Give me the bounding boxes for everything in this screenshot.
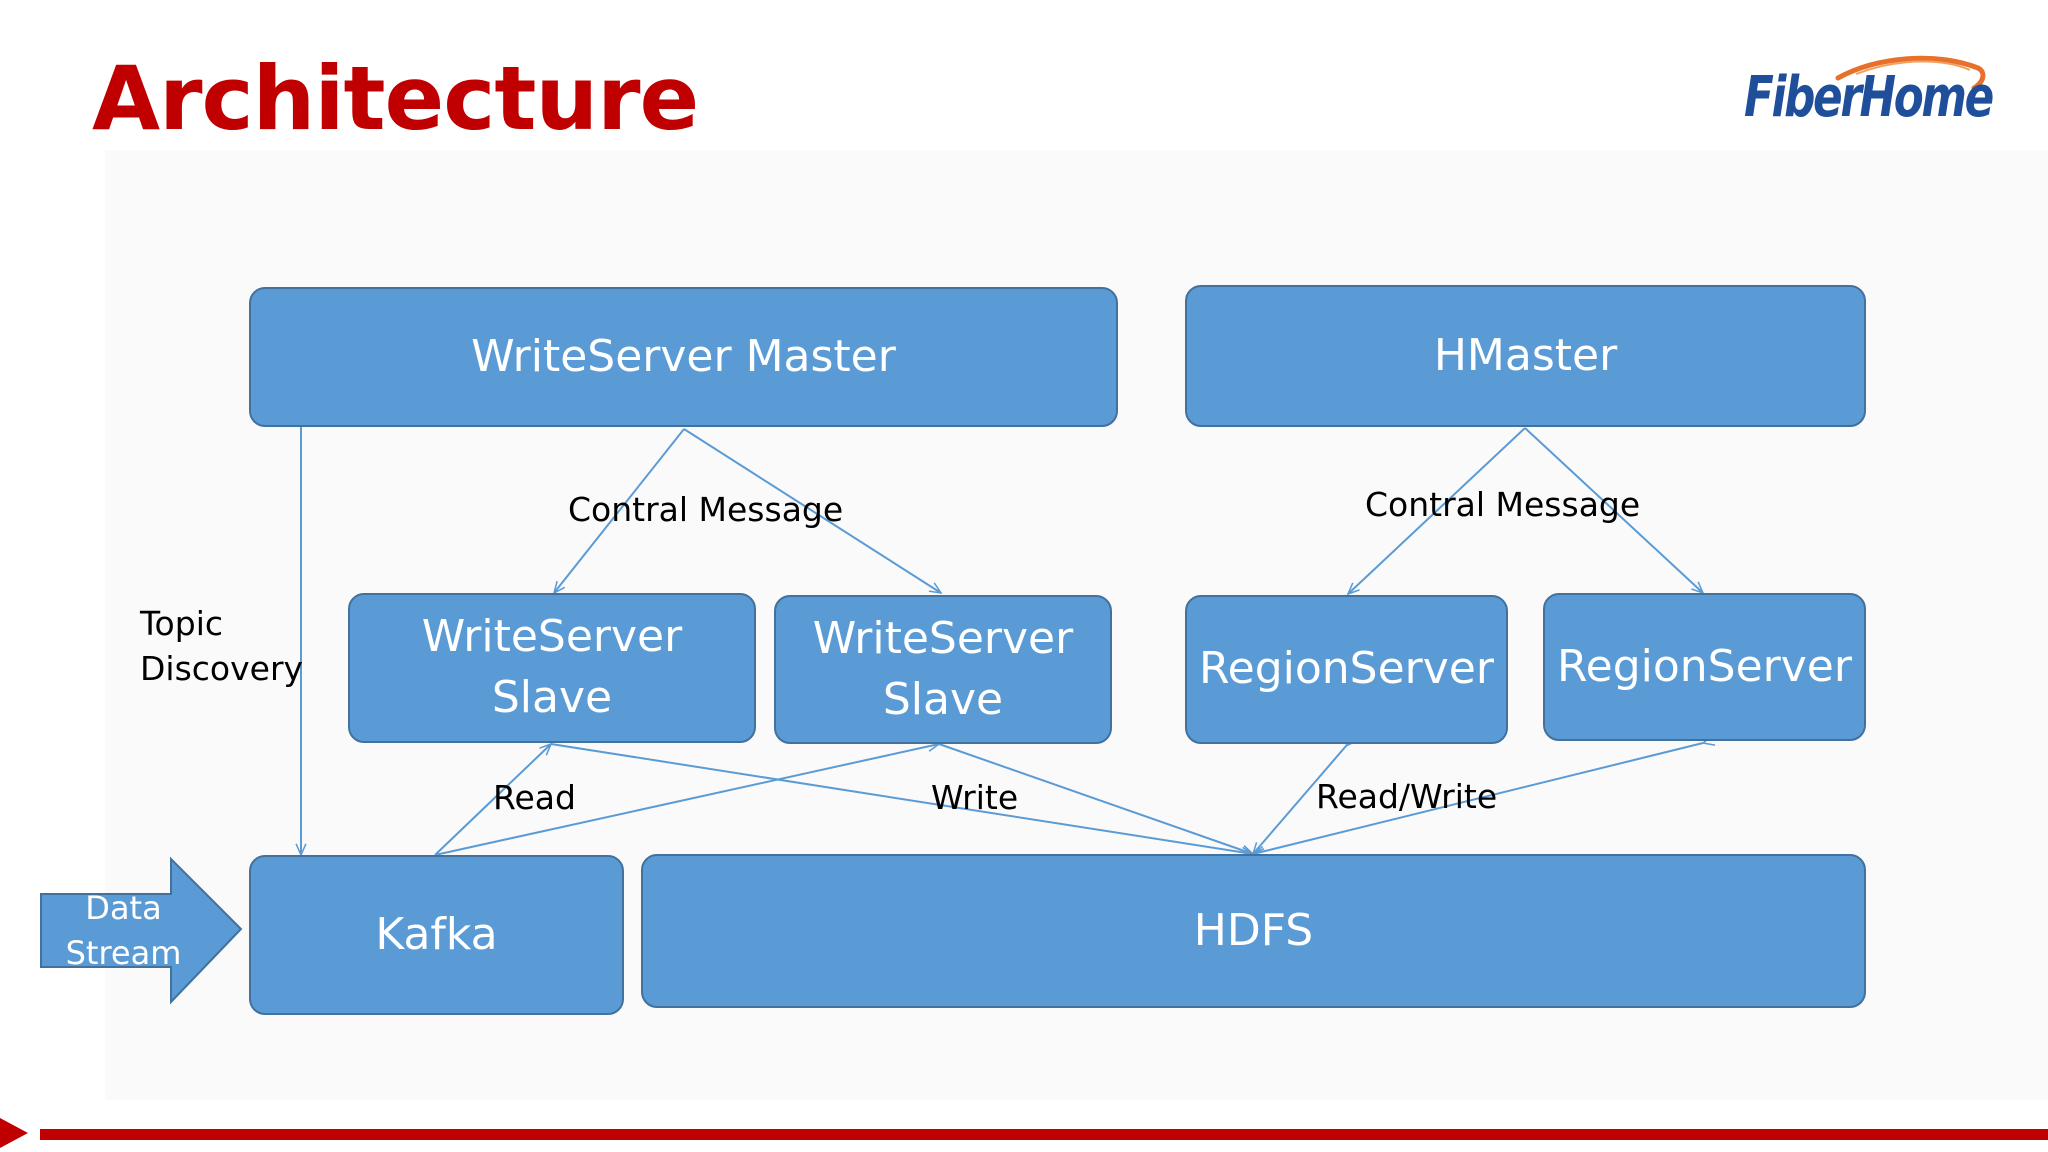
topic-discovery-line-2: Discovery: [140, 648, 304, 688]
edge-hmaster-to-region2: [1524, 427, 1703, 593]
read-write-label: Read/Write: [1316, 777, 1498, 816]
edge-master-to-slave2: [683, 428, 941, 593]
edge-slave1-to-hdfs-write: [550, 743, 1253, 854]
hmaster-label: HMaster: [1433, 329, 1618, 381]
hdfs-label: HDFS: [1193, 904, 1314, 956]
topic-discovery-label: Topic Discovery: [140, 602, 303, 691]
writeserver-slave-node-1: WriteServer Slave: [348, 593, 756, 743]
fiberhome-logo: FiberHome: [1738, 48, 1994, 148]
hdfs-node: HDFS: [641, 854, 1866, 1008]
data-stream-line-1: Data: [85, 889, 162, 927]
kafka-node: Kafka: [249, 855, 624, 1015]
edge-slave2-to-hdfs-write: [938, 743, 1253, 854]
writeserver-slave-2-line-2: Slave: [882, 673, 1004, 725]
writeserver-slave-1-line-1: WriteServer: [421, 611, 683, 663]
edge-hdfs-region2-readwrite: [1253, 743, 1703, 854]
writeserver-slave-2-line-1: WriteServer: [812, 612, 1074, 664]
edge-hmaster-to-region1: [1348, 427, 1526, 594]
write-label: Write: [931, 778, 1019, 817]
edge-kafka-to-slave1-read: [434, 744, 551, 856]
regionserver-node-1: RegionServer: [1185, 595, 1508, 744]
contral-message-right-label: Contral Message: [1365, 485, 1641, 524]
logo-text: FiberHome: [1744, 65, 1994, 130]
read-label: Read: [493, 778, 576, 817]
data-stream-label: Data Stream: [56, 886, 191, 976]
bottom-accent-bar: [40, 1129, 2048, 1140]
hmaster-node: HMaster: [1185, 285, 1866, 427]
logo-swoosh-icon: [1835, 55, 1986, 91]
data-stream-line-2: Stream: [65, 933, 182, 972]
writeserver-slave-node-2: WriteServer Slave: [774, 595, 1112, 744]
edge-kafka-to-slave2-read: [434, 744, 939, 856]
edge-master-to-slave1: [554, 428, 685, 593]
slide-title: Architecture: [92, 47, 699, 150]
regionserver-2-label: RegionServer: [1557, 640, 1852, 692]
regionserver-1-label: RegionServer: [1199, 643, 1494, 695]
writeserver-master-label: WriteServer Master: [471, 330, 896, 382]
contral-message-left-label: Contral Message: [568, 490, 844, 529]
writeserver-master-node: WriteServer Master: [249, 287, 1118, 427]
bottom-triangle-marker: [0, 1118, 28, 1148]
writeserver-slave-1-line-2: Slave: [491, 672, 613, 723]
kafka-label: Kafka: [375, 908, 498, 960]
topic-discovery-line-1: Topic: [140, 604, 223, 643]
data-stream-arrow: [40, 856, 243, 1005]
regionserver-node-2: RegionServer: [1543, 593, 1866, 741]
